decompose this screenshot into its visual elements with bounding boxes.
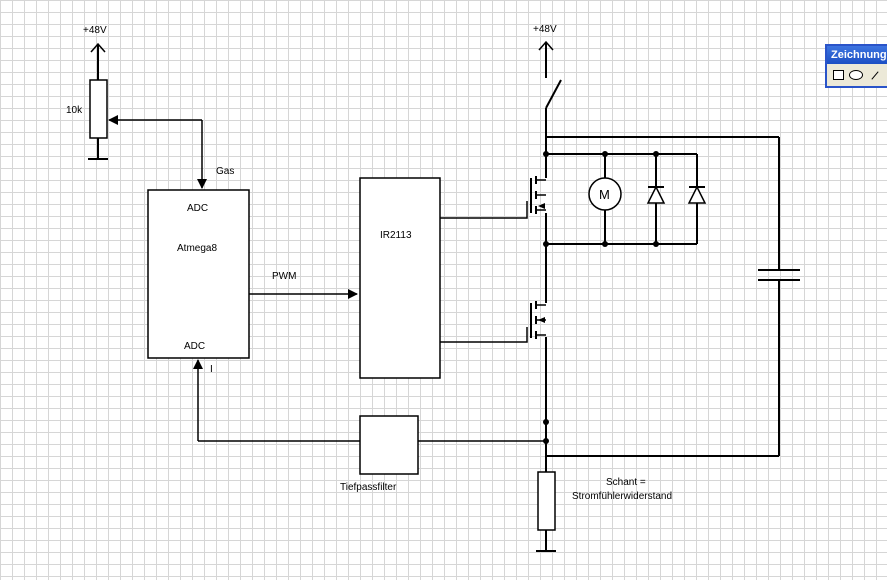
pwm-wire: PWM (249, 271, 358, 299)
supply-right: +48V (533, 24, 562, 137)
ellipse-icon[interactable] (849, 70, 863, 80)
junction-dots (543, 151, 659, 444)
supply-right-label: +48V (533, 24, 557, 35)
shunt-label-line2: Stromfühlerwiderstand (572, 491, 672, 502)
filter-label: Tiefpassfilter (340, 482, 397, 493)
motor-branch: M (546, 153, 697, 245)
supply-left-label: +48V (83, 25, 107, 36)
gate-wires (440, 201, 528, 343)
pot-value-label: 10k (66, 105, 83, 116)
mcu-name-label: Atmega8 (177, 243, 217, 254)
diode-2 (687, 154, 707, 244)
toolbar-title[interactable]: Zeichnung (827, 46, 887, 64)
capacitor (758, 269, 800, 281)
drawing-toolbar: Zeichnung (825, 44, 887, 88)
toolbar-tools (827, 64, 887, 86)
mosfet-low (530, 301, 546, 339)
gas-label: Gas (216, 166, 234, 177)
shunt-label-line1: Schant = (606, 477, 646, 488)
diode-1 (646, 154, 666, 244)
supply-left: +48V (83, 25, 107, 80)
shunt-resistor: Schant = Stromfühlerwiderstand (536, 471, 672, 552)
filter-block: Tiefpassfilter (340, 415, 419, 493)
driver-label: IR2113 (380, 230, 412, 241)
power-bus (545, 136, 780, 472)
pot-wiper-wire: Gas (108, 115, 234, 189)
mcu-adc-bottom-label: ADC (184, 341, 205, 352)
mcu-block: ADC Atmega8 ADC (147, 189, 250, 359)
line-icon[interactable] (871, 70, 879, 80)
mcu-adc-top-label: ADC (187, 203, 208, 214)
mosfet-high (530, 176, 546, 214)
current-label: I (210, 364, 213, 375)
potentiometer: 10k (66, 79, 108, 160)
motor-icon (588, 177, 622, 211)
driver-block: IR2113 (359, 177, 441, 379)
motor-label: M (599, 187, 610, 202)
feedback-wires: I (193, 359, 546, 442)
rectangle-icon[interactable] (833, 70, 844, 80)
pwm-label: PWM (272, 271, 296, 282)
